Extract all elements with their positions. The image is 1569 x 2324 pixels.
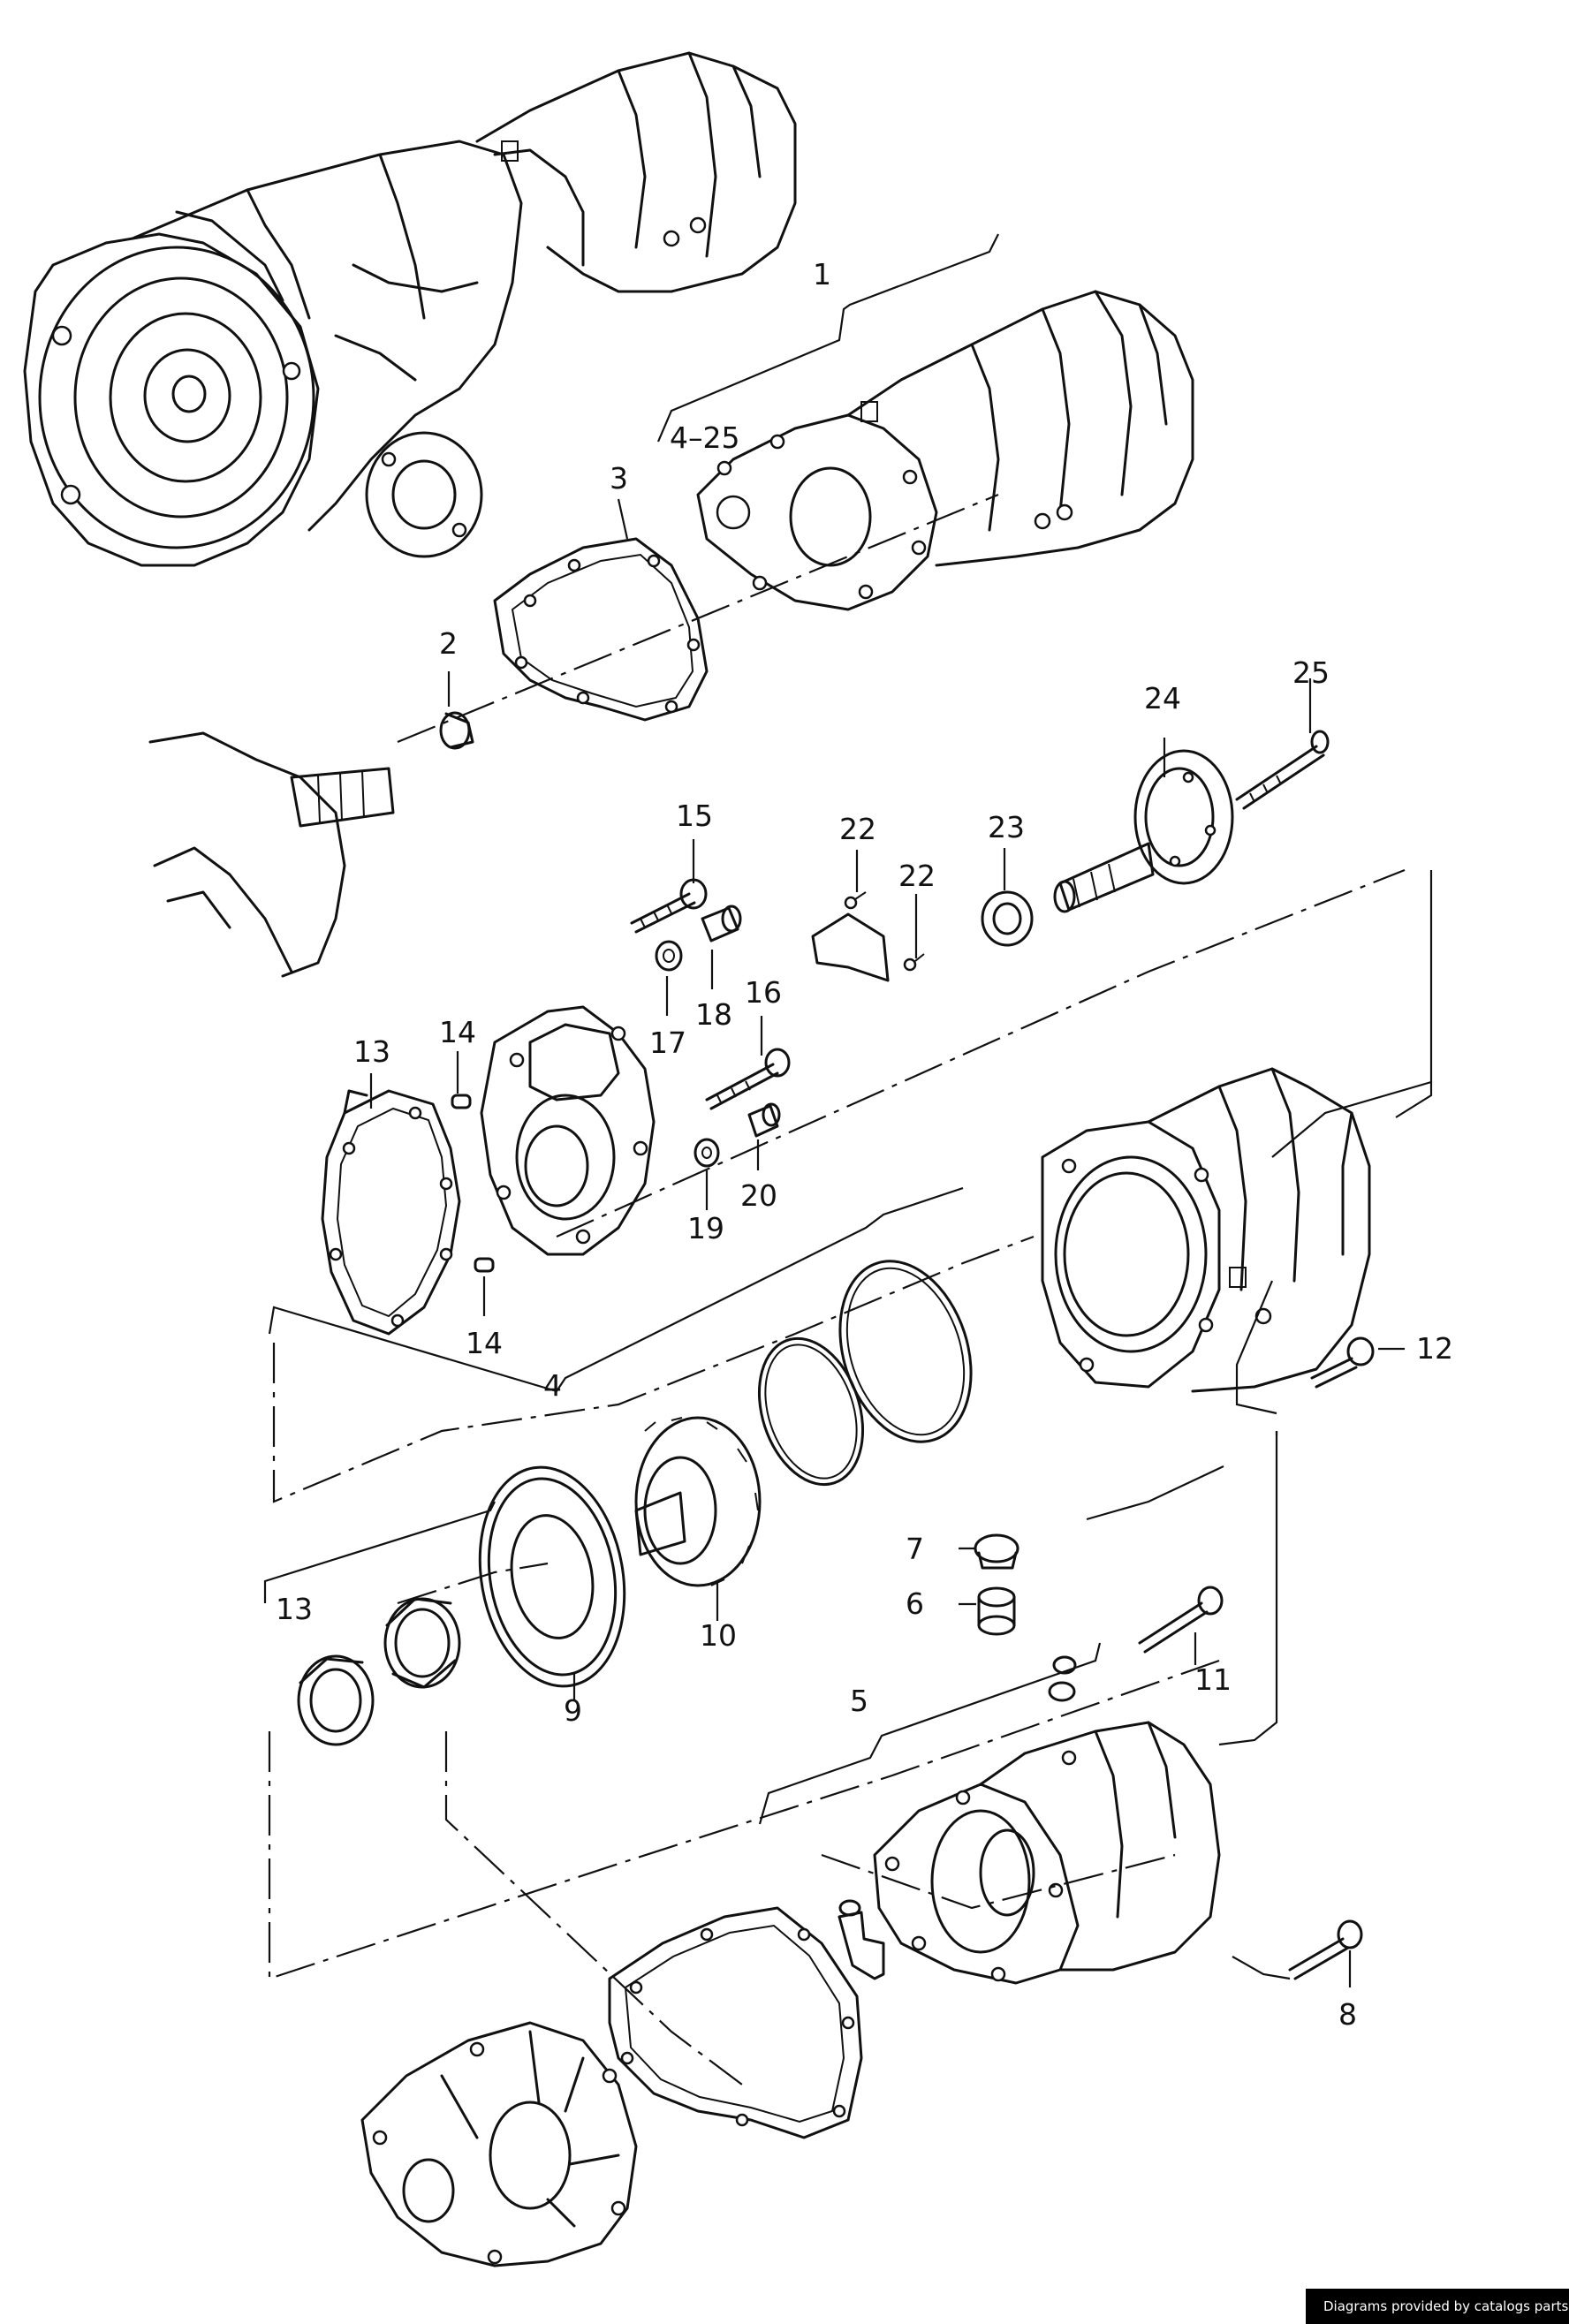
center-axes xyxy=(268,493,1406,2086)
pin-14-drawing xyxy=(451,1094,495,1273)
callout-13-upper: 13 xyxy=(353,1034,390,1069)
sleeve-6-drawing xyxy=(977,1586,1016,1636)
callout-4: 4 xyxy=(543,1368,562,1403)
callout-8: 8 xyxy=(1338,1997,1357,2032)
gasket-13-drawing xyxy=(321,1089,461,1336)
rear-housing-drawing xyxy=(1041,1067,1371,1393)
callout-18: 18 xyxy=(695,997,732,1032)
bolt-16-drawing xyxy=(705,1048,791,1110)
callout-2: 2 xyxy=(439,626,458,661)
bottom-cover-drawing xyxy=(360,2021,638,2267)
gasket-3-drawing xyxy=(493,537,709,722)
housing-5-drawing xyxy=(873,1721,1221,1985)
cover-22-drawing xyxy=(811,891,925,982)
callout-labels: 1 4–25 2 3 4 5 6 7 8 9 10 11 12 13 13 14… xyxy=(276,257,1453,2032)
transfer-case-drawing xyxy=(696,290,1194,611)
callout-20: 20 xyxy=(740,1178,777,1213)
callout-23: 23 xyxy=(988,810,1025,844)
output-shaft-housing-drawing xyxy=(148,731,395,978)
leader-lines xyxy=(263,233,1433,1987)
bolt-15-drawing xyxy=(630,878,708,934)
callout-9: 9 xyxy=(564,1693,582,1728)
plug-7-drawing xyxy=(974,1533,1019,1570)
bolt-25-drawing xyxy=(1235,730,1330,810)
washer-19-drawing xyxy=(694,1138,720,1168)
callout-22-right: 22 xyxy=(898,859,936,893)
callout-14-lower: 14 xyxy=(466,1326,503,1360)
callout-3: 3 xyxy=(610,461,628,496)
o-ring-large-drawing xyxy=(838,1260,973,1443)
bottom-gasket-drawing xyxy=(608,1906,863,2139)
shim-drawing xyxy=(1048,1655,1077,1702)
bolt-12-drawing xyxy=(1310,1336,1375,1389)
callout-1: 1 xyxy=(813,257,831,291)
callout-25: 25 xyxy=(1292,655,1330,690)
callout-7: 7 xyxy=(906,1532,924,1566)
callout-17: 17 xyxy=(649,1026,686,1060)
bracket-drawing xyxy=(838,1899,885,1980)
footer-credit: Diagrams provided by catalogs parts xyxy=(1306,2289,1569,2324)
bolt-8-drawing xyxy=(1288,1919,1363,1980)
bearing-13-large-drawing xyxy=(383,1597,461,1689)
o-ring-small-drawing xyxy=(757,1336,865,1487)
flange-24-drawing xyxy=(1053,749,1234,913)
callout-22-left: 22 xyxy=(839,812,876,846)
callout-16: 16 xyxy=(745,975,782,1010)
callout-10: 10 xyxy=(700,1618,737,1653)
callout-11: 11 xyxy=(1194,1662,1232,1697)
callout-13-lower: 13 xyxy=(276,1592,313,1626)
callout-5: 5 xyxy=(850,1684,868,1718)
intermediate-housing-drawing xyxy=(480,1005,656,1256)
callout-19: 19 xyxy=(687,1211,724,1245)
transmission-assembly-drawing xyxy=(23,51,797,567)
callout-24: 24 xyxy=(1144,681,1181,715)
gear-10-drawing xyxy=(634,1416,762,1587)
plug-18-drawing xyxy=(701,905,742,942)
plug-20-drawing xyxy=(747,1102,781,1138)
bearing-13-small-drawing xyxy=(297,1654,375,1746)
washer-17-drawing xyxy=(655,940,683,972)
seal-23-drawing xyxy=(981,890,1034,947)
callout-15: 15 xyxy=(676,799,713,833)
callout-4-25: 4–25 xyxy=(670,420,740,455)
bolt-11-drawing xyxy=(1138,1586,1224,1654)
callout-6: 6 xyxy=(906,1586,924,1621)
disc-9-drawing xyxy=(478,1465,626,1688)
callout-12: 12 xyxy=(1416,1331,1453,1366)
callout-14-upper: 14 xyxy=(439,1015,476,1049)
